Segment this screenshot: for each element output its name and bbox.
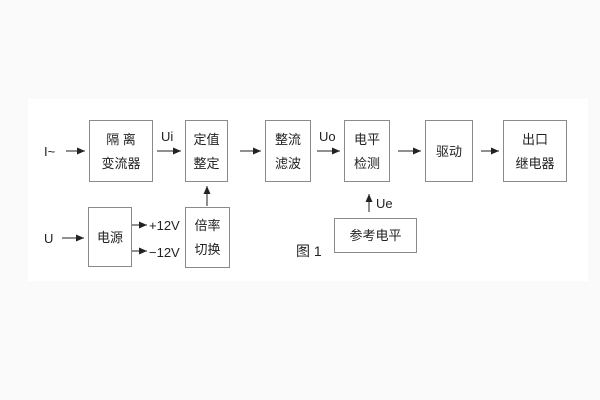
block-output-relay: 出口 继电器	[503, 120, 567, 182]
block-rectifier-filter: 整流 滤波	[265, 120, 311, 182]
block-label-line: 参考电平	[349, 228, 402, 243]
block-label-line: 继电器	[515, 155, 555, 171]
block-isolation-transducer: 隔 离 变流器	[89, 120, 153, 182]
signal-label-input-current: I~	[44, 144, 56, 159]
figure-caption: 图 1	[296, 243, 322, 259]
block-label-line: 驱动	[435, 143, 462, 159]
signal-label-ue: Ue	[376, 196, 393, 211]
block-label-line: 电源	[96, 229, 123, 245]
block-reference-level: 参考电平	[334, 218, 417, 253]
block-label-line: 变流器	[101, 155, 141, 171]
signal-label-plus12v: +12V	[149, 218, 180, 233]
block-label-line: 出口	[521, 131, 548, 147]
block-label-line: 滤波	[274, 155, 301, 171]
block-drive: 驱动	[425, 120, 473, 182]
block-label-line: 检测	[353, 155, 380, 171]
block-ratio-switch: 倍率 切换	[185, 207, 230, 268]
block-label-line: 切换	[194, 242, 221, 257]
block-label-line: 整流	[274, 131, 301, 147]
block-label-line: 倍率	[194, 218, 221, 233]
signal-label-input-voltage: U	[44, 231, 54, 246]
block-label-line: 电平	[353, 131, 380, 147]
block-level-detect: 电平 检测	[344, 120, 390, 182]
block-label-line: 隔 离	[106, 131, 136, 147]
block-power-supply: 电源	[88, 207, 132, 267]
signal-label-uo: Uo	[319, 129, 336, 144]
signal-label-minus12v: −12V	[149, 245, 180, 260]
block-setting-adjust: 定值 整定	[185, 120, 228, 182]
signal-label-ui: Ui	[161, 129, 174, 144]
block-label-line: 整定	[193, 155, 220, 171]
block-label-line: 定值	[193, 131, 220, 147]
